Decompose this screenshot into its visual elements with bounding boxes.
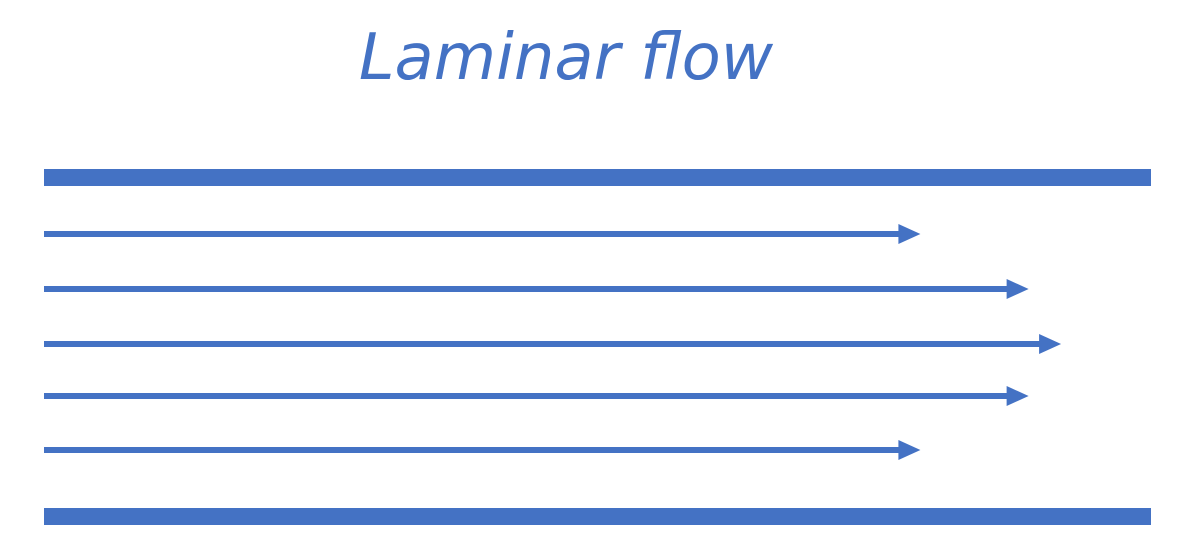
arrowhead <box>1006 279 1029 299</box>
streamline-shaft <box>44 393 1008 399</box>
arrowhead <box>1039 334 1062 354</box>
streamline-arrow <box>44 440 921 460</box>
streamline-arrow <box>44 224 921 244</box>
streamline-arrow <box>44 334 1062 354</box>
streamline-arrow <box>44 279 1029 299</box>
arrowhead <box>898 224 921 244</box>
bottom-wall <box>44 508 1151 525</box>
diagram-title: Laminar flow <box>358 21 774 95</box>
streamline-shaft <box>44 231 900 237</box>
streamline-shaft <box>44 341 1041 347</box>
top-wall <box>44 169 1151 186</box>
streamline-shaft <box>44 447 900 453</box>
streamline-arrow <box>44 386 1029 406</box>
streamline-shaft <box>44 286 1008 292</box>
arrowhead <box>1006 386 1029 406</box>
streamlines <box>44 224 1062 460</box>
arrowhead <box>898 440 921 460</box>
